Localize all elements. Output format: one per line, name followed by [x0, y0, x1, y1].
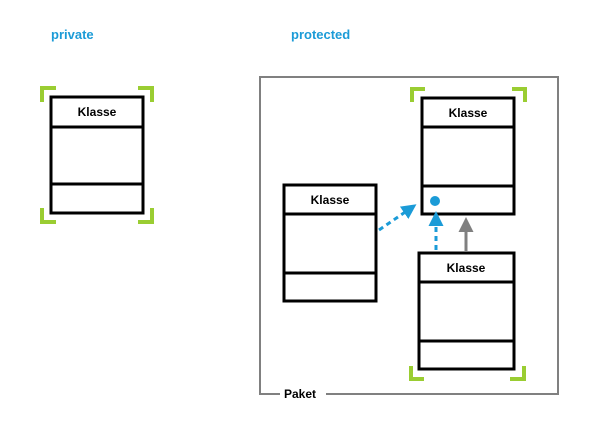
selection-corners	[410, 87, 527, 102]
selection-corner-bottom-right	[138, 208, 154, 224]
selection-corner-bottom-left	[409, 366, 424, 381]
class-box	[282, 183, 378, 303]
class-name: Klasse	[78, 105, 117, 119]
class-private[interactable]: Klasse	[40, 86, 154, 224]
class-target[interactable]: Klasse	[410, 87, 527, 216]
class-name: Klasse	[447, 261, 486, 275]
section-heading-private: private	[51, 27, 94, 42]
package-border	[259, 76, 559, 395]
class-name: Klasse	[449, 106, 488, 120]
package[interactable]: Paket	[259, 76, 559, 401]
protected-member-marker[interactable]	[430, 196, 440, 206]
package-label: Paket	[284, 387, 316, 401]
selection-corner-bottom-right	[510, 366, 526, 381]
selection-corners	[409, 366, 526, 381]
class-box	[49, 95, 145, 215]
class-name: Klasse	[311, 193, 350, 207]
selection-corner-top-right	[512, 87, 527, 102]
class-dependent[interactable]: Klasse	[282, 183, 378, 303]
class-box	[420, 96, 516, 216]
selection-corner-top-left	[40, 86, 56, 102]
class-box	[417, 251, 516, 371]
section-heading-protected: protected	[291, 27, 350, 42]
selection-corner-top-left	[410, 87, 425, 102]
class-subclass[interactable]: Klasse	[409, 251, 526, 381]
selection-corner-top-right	[138, 86, 154, 102]
dependency-arrow-dependent-to-target[interactable]	[378, 204, 417, 232]
selection-corner-bottom-left	[40, 208, 56, 224]
selection-corners	[40, 86, 154, 224]
